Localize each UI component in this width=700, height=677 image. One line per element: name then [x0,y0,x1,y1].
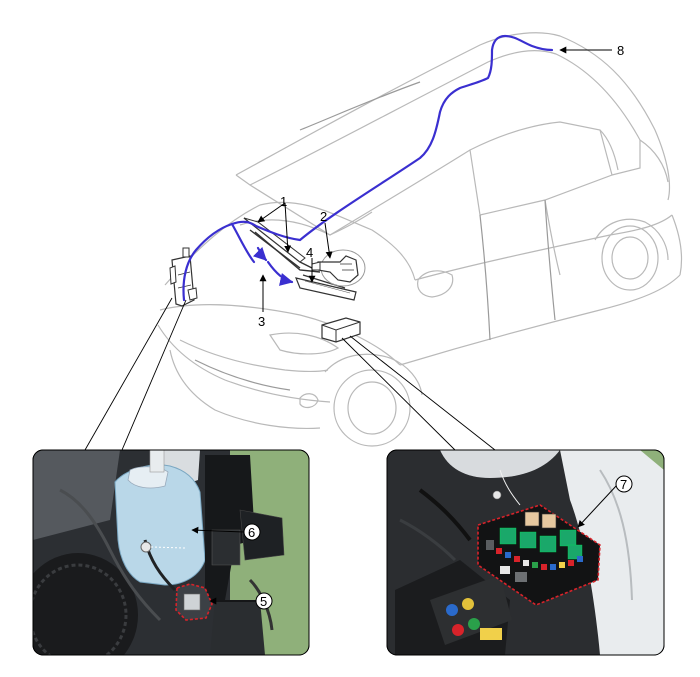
callout-5: 5 [260,594,267,609]
callout-6: 6 [248,525,255,540]
callout-2: 2 [320,209,327,224]
inset-relay-box: 7 [386,449,665,656]
callout-7: 7 [620,477,627,492]
fuse-box-icon [321,317,361,343]
inset-washer-reservoir: 6 5 [32,449,310,656]
zoom-lines [84,297,496,451]
callout-leaders [257,46,612,312]
car-outline [157,32,683,447]
callout-1: 1 [280,194,287,209]
callout-8: 8 [617,43,624,58]
cowl-nozzle [295,277,357,301]
washer-hose [182,34,554,302]
callout-4: 4 [306,245,313,260]
callout-3: 3 [258,314,265,329]
